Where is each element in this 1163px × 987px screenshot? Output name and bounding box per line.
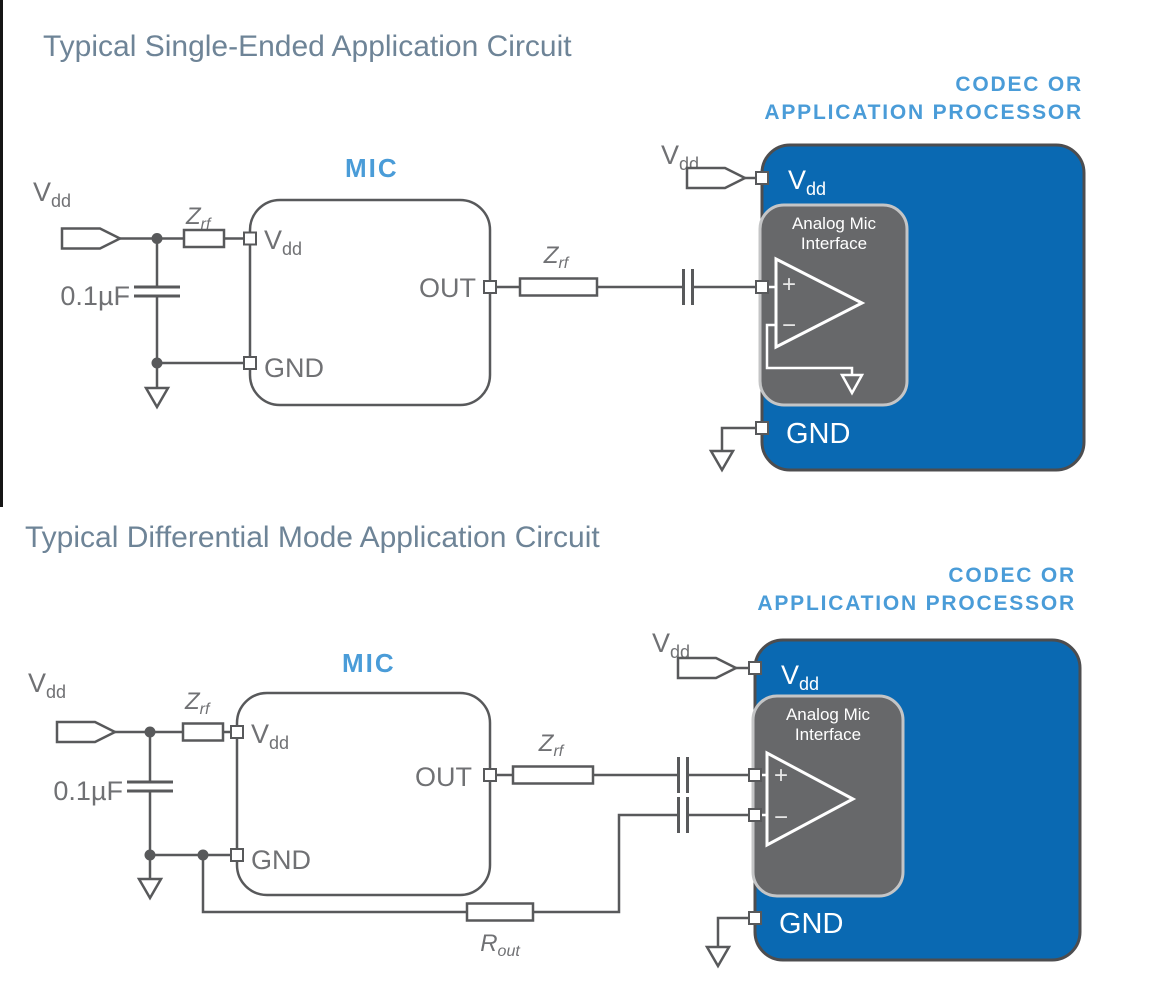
internal-ground-symbol [839,373,865,396]
circuit2-codec-heading-line1: CODEC OR [948,564,1076,587]
signal-zrf-resistor [518,277,599,297]
codec-vdd-pin-label: Vdd [788,165,826,199]
opamp-plus-sign: + [782,271,796,298]
codec-gnd-wire [720,426,756,450]
bypass-cap-value: 0.1µF [53,776,123,806]
codec-plus-input-pin [755,280,769,294]
codec-vdd-pin [748,661,762,675]
codec-vdd-tag [685,166,748,190]
mic-out-pin-label: OUT [415,762,472,792]
analog-mic-interface-block [758,203,909,407]
codec-gnd-pin [755,421,769,435]
circuit1-mic-heading: MIC [345,153,399,183]
supply-zrf-resistor [181,722,225,742]
circuit1-codec-heading: CODEC OR APPLICATION PROCESSOR [764,71,1083,127]
opamp-triangle [774,256,866,350]
mic-gnd-pin-label: GND [251,845,311,875]
mic-vdd-pin-label: Vdd [251,719,289,753]
opamp-minus-sign: − [774,804,788,831]
mic-vdd-pin [230,725,244,739]
circuit1: Vdd Zrf 0.1µF Vdd GND OUT [33,140,1086,473]
supply-vdd-label: Vdd [28,668,66,702]
analog-mic-interface-label-line2: Interface [795,725,861,744]
circuit1-title: Typical Single-Ended Application Circuit [43,30,572,63]
signal-zrf-label: Zrf [538,730,565,760]
mic-block [235,691,492,897]
ground-symbol [708,449,736,473]
bypass-cap-value: 0.1µF [60,281,130,311]
signal-zrf-label: Zrf [543,242,570,272]
mic-gnd-pin-label: GND [264,353,324,383]
codec-vdd-pin [755,171,769,185]
rout-label: Rout [480,930,520,960]
codec-plus-input-pin [748,768,762,782]
analog-mic-interface-label-line1: Analog Mic [786,705,871,724]
circuit1-codec-heading-line1: CODEC OR [955,73,1083,96]
signal-zrf-resistor [511,765,595,785]
opamp-plus-sign: + [774,762,788,789]
codec-vdd-tag [676,656,739,680]
supply-vdd-label: Vdd [33,177,71,211]
page-left-border [0,0,3,507]
analog-mic-interface-label-line1: Analog Mic [792,214,877,233]
mic-out-pin-label: OUT [419,273,476,303]
supply-vdd-tag [60,227,123,250]
circuit1-codec-heading-line2: APPLICATION PROCESSOR [764,101,1083,124]
circuit2-codec-heading-line2: APPLICATION PROCESSOR [757,592,1076,615]
mic-gnd-pin [230,848,244,862]
supply-zrf-label: Zrf [185,203,212,233]
circuit2-codec-heading: CODEC OR APPLICATION PROCESSOR [757,562,1076,618]
analog-mic-interface-block [751,694,905,898]
mic-block [248,198,492,407]
codec-gnd-pin [748,911,762,925]
codec-gnd-pin-label: GND [786,418,850,450]
supply-vdd-tag [55,720,118,744]
mic-vdd-pin [243,231,257,246]
mic-vdd-pin-label: Vdd [264,225,302,259]
opamp-triangle [765,750,857,848]
ground-symbol [704,945,732,969]
ground-symbol [136,877,164,901]
rout-return-wire [533,813,678,914]
mic-out-pin [483,280,497,294]
supply-zrf-resistor [182,228,226,249]
opamp-minus-sign: − [782,312,796,339]
circuit2-title: Typical Differential Mode Application Ci… [25,521,600,554]
circuit2-mic-heading: MIC [342,648,396,678]
rout-resistor [465,902,535,922]
codec-minus-input-pin [748,808,762,822]
codec-gnd-wire [716,916,749,946]
mic-out-pin [483,768,497,782]
analog-mic-interface-label-line2: Interface [801,234,867,253]
opamp-feedback-wire [765,323,854,374]
supply-zrf-label: Zrf [184,688,211,718]
mic-gnd-pin [243,356,257,370]
rout-return-wire [201,855,467,914]
circuit2: Vdd Zrf 0.1µF Rout [28,628,1082,969]
codec-gnd-pin-label: GND [779,908,843,940]
codec-vdd-pin-label: Vdd [781,660,819,694]
ground-symbol [143,386,171,410]
